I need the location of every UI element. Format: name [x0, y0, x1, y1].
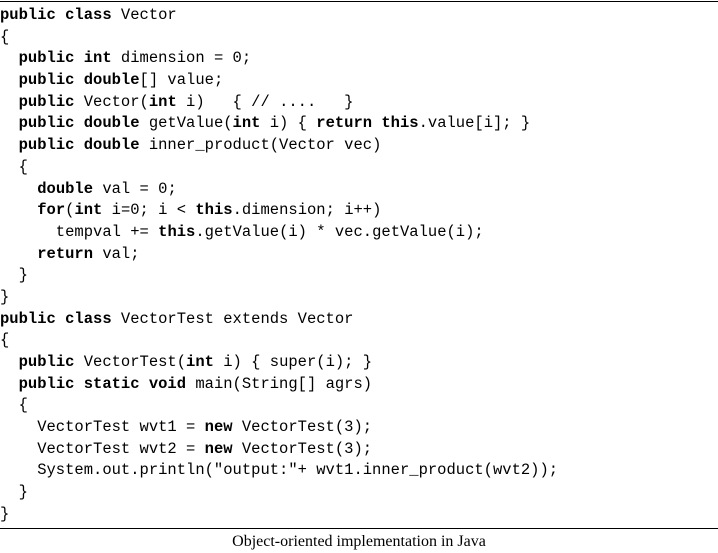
code-text: VectorTest wvt2 =: [0, 439, 205, 458]
code-line: double val = 0;: [0, 179, 718, 201]
code-line: public double getValue(int i) { return t…: [0, 113, 718, 135]
code-listing: public class Vector{ public int dimensio…: [0, 5, 718, 526]
code-text: Vector(: [74, 92, 149, 111]
code-keyword: new: [204, 418, 233, 437]
code-text: [0, 375, 19, 393]
code-line: public VectorTest(int i) { super(i); }: [0, 352, 718, 374]
code-text: i) {: [260, 114, 317, 133]
code-keyword: for: [37, 201, 66, 220]
code-text: [0, 245, 37, 263]
code-line: }: [0, 287, 718, 309]
code-text: val = 0;: [93, 179, 177, 198]
code-line: }: [0, 265, 718, 287]
code-text: .getValue(i) * vec.getValue(i);: [195, 222, 484, 241]
code-line: System.out.println("output:"+ wvt1.inner…: [0, 460, 718, 482]
code-text: [] value;: [139, 71, 224, 90]
code-text: }: [0, 287, 10, 306]
code-text: VectorTest(3);: [232, 418, 373, 437]
code-text: inner_product(Vector vec): [139, 136, 382, 155]
code-line: VectorTest wvt2 = new VectorTest(3);: [0, 439, 718, 461]
code-text: {: [0, 331, 10, 350]
code-keyword: public double: [18, 71, 140, 90]
code-text: }: [0, 483, 28, 502]
code-line: return val;: [0, 244, 718, 266]
code-text: Vector: [111, 6, 177, 24]
code-text: [0, 136, 19, 154]
code-keyword: int: [186, 353, 214, 371]
code-keyword: return: [37, 244, 94, 263]
code-line: public class VectorTest extends Vector: [0, 309, 718, 331]
top-rule: [0, 1, 718, 2]
code-keyword: public double: [18, 114, 140, 133]
code-keyword: public class: [0, 309, 112, 328]
code-text: {: [0, 157, 28, 176]
code-text: [0, 49, 19, 67]
code-text: i) { // .... }: [176, 92, 354, 111]
code-keyword: this: [195, 201, 233, 220]
code-keyword: int: [74, 201, 103, 220]
code-line: {: [0, 330, 718, 352]
code-text: [0, 114, 19, 132]
code-line: public static void main(String[] agrs): [0, 374, 718, 396]
code-line: tempval += this.getValue(i) * vec.getVal…: [0, 222, 718, 244]
code-text: VectorTest extends Vector: [111, 309, 354, 328]
code-text: [0, 93, 19, 111]
code-keyword: int: [148, 92, 177, 111]
code-text: val;: [93, 244, 140, 263]
code-text: i) { super(i); }: [213, 353, 373, 371]
code-line: for(int i=0; i < this.dimension; i++): [0, 200, 718, 222]
code-line: public Vector(int i) { // .... }: [0, 92, 718, 114]
code-keyword: public: [18, 353, 75, 371]
code-line: }: [0, 504, 718, 526]
code-keyword: public class: [0, 6, 112, 24]
code-keyword: double: [37, 179, 94, 198]
code-line: {: [0, 27, 718, 49]
code-text: {: [0, 27, 10, 46]
code-text: VectorTest(3);: [232, 439, 373, 458]
code-text: System.out.println("output:"+ wvt1.inner…: [0, 461, 559, 480]
code-text: VectorTest wvt1 =: [0, 418, 205, 437]
code-text: .dimension; i++): [232, 201, 382, 220]
code-keyword: public: [18, 92, 75, 111]
code-keyword: public static void: [18, 374, 187, 393]
code-text: {: [0, 396, 28, 415]
figure-caption: Object-oriented implementation in Java: [232, 533, 486, 550]
code-keyword: public int: [18, 49, 112, 68]
code-text: VectorTest(: [74, 353, 187, 371]
code-line: public double inner_product(Vector vec): [0, 135, 718, 157]
code-line: public class Vector: [0, 5, 718, 27]
code-text: dimension = 0;: [111, 49, 252, 68]
code-keyword: public double: [18, 136, 140, 155]
code-text: main(String[] agrs): [186, 374, 373, 393]
code-text: }: [0, 266, 28, 285]
code-text: tempval +=: [0, 222, 159, 241]
code-line: public double[] value;: [0, 70, 718, 92]
code-text: [0, 201, 37, 219]
code-text: getValue(: [139, 114, 233, 133]
code-text: [0, 71, 19, 89]
code-line: {: [0, 395, 718, 417]
code-text: [0, 353, 19, 371]
bottom-rule: [0, 528, 718, 529]
code-keyword: int: [232, 114, 261, 133]
code-keyword: this: [158, 222, 196, 241]
code-text: .value[i]; }: [418, 114, 531, 133]
code-keyword: new: [204, 439, 233, 458]
code-text: [0, 180, 37, 198]
code-text: }: [0, 504, 10, 523]
code-line: public int dimension = 0;: [0, 48, 718, 70]
code-text: (: [65, 201, 75, 220]
code-text: i=0; i <: [102, 201, 196, 220]
code-line: {: [0, 157, 718, 179]
code-line: VectorTest wvt1 = new VectorTest(3);: [0, 417, 718, 439]
code-keyword: return this: [316, 114, 419, 133]
code-line: }: [0, 482, 718, 504]
